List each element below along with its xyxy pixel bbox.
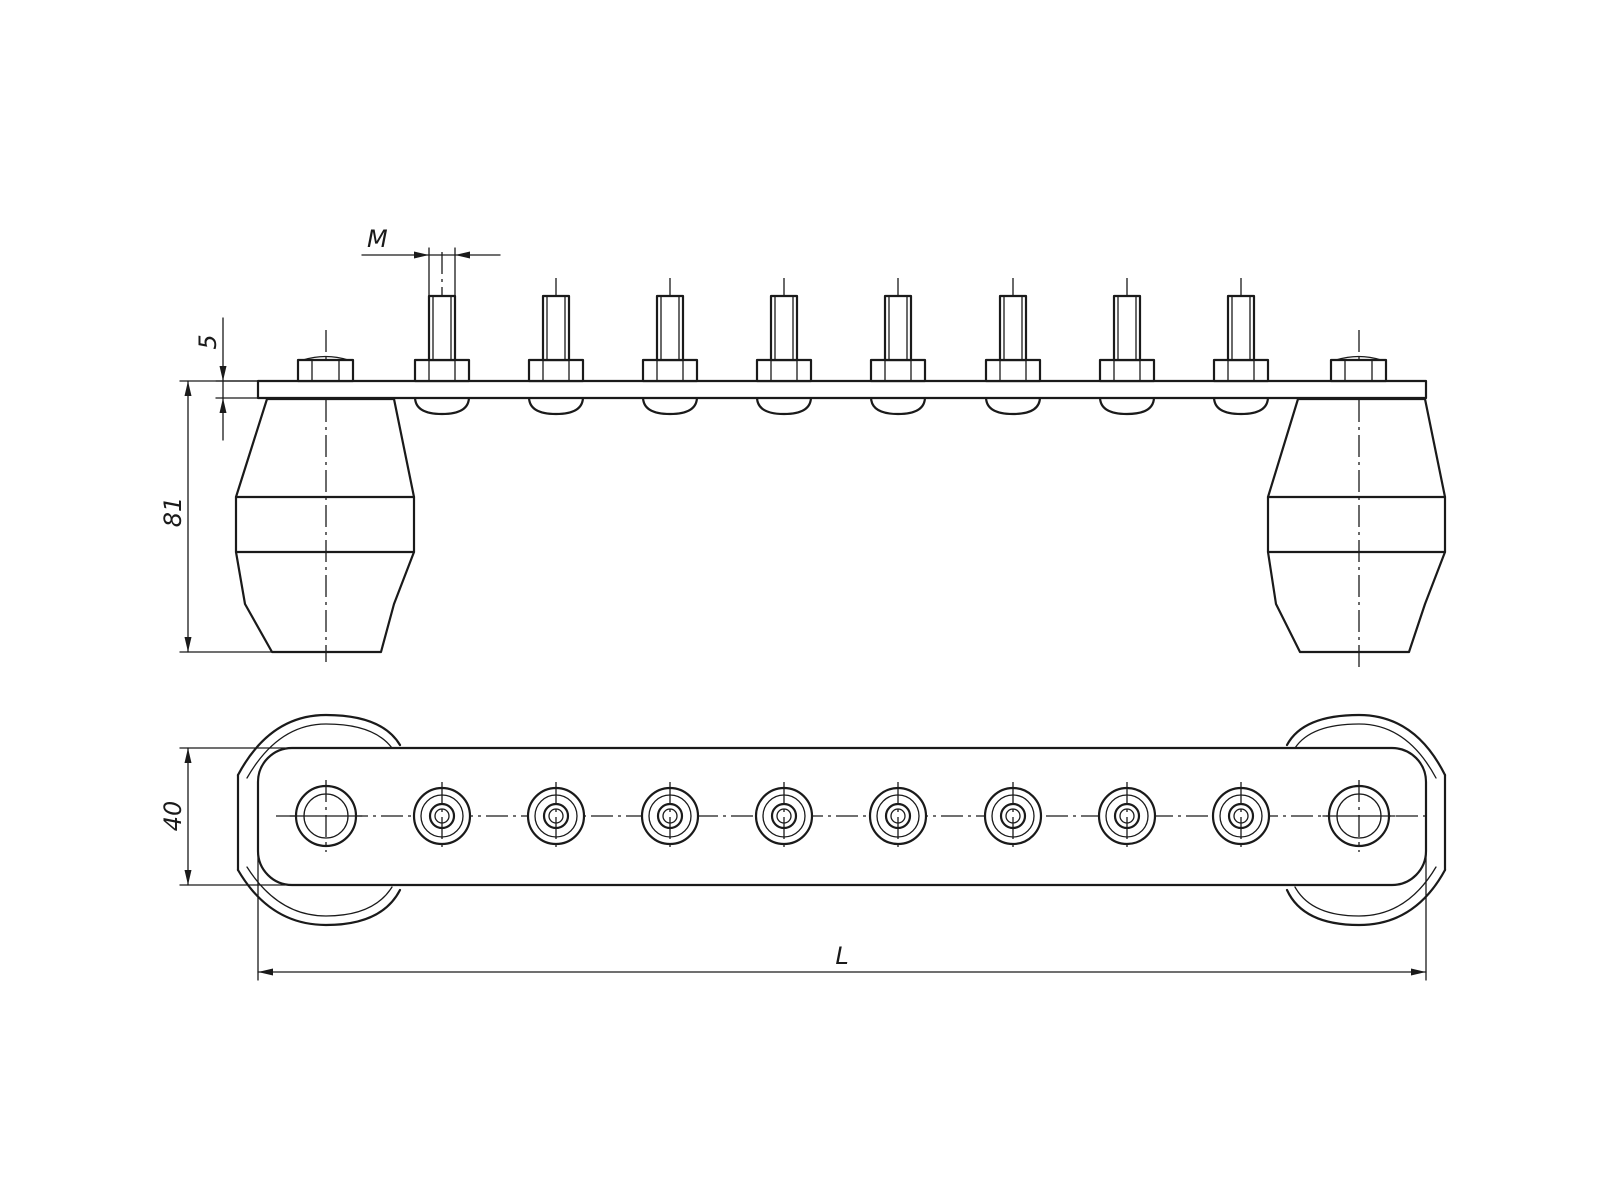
stud-domes xyxy=(413,395,1270,416)
dimension-height: 81 xyxy=(159,380,273,653)
dimension-width: 40 xyxy=(159,747,286,886)
dimension-length: L xyxy=(257,839,1427,981)
right-insulator-top xyxy=(1285,713,1447,927)
stud-4 xyxy=(755,278,813,383)
stud-5 xyxy=(869,278,927,383)
stud-nut-5 xyxy=(868,782,928,850)
end-bolt-left xyxy=(296,355,355,383)
stud-6 xyxy=(984,278,1042,383)
stud-nut-3 xyxy=(640,782,700,850)
stud-nut-4 xyxy=(754,782,814,850)
dimension-thickness-label: 5 xyxy=(194,334,222,349)
stud-nut-8 xyxy=(1211,782,1271,850)
stud-nut-7 xyxy=(1097,782,1157,850)
end-hole-left xyxy=(289,780,363,852)
stud-2 xyxy=(527,278,585,383)
dimension-length-label: L xyxy=(835,942,848,970)
dimension-height-label: 81 xyxy=(159,497,187,528)
dimension-thickness: 5 xyxy=(194,317,259,441)
dimension-m-label: M xyxy=(367,225,388,253)
stud-8 xyxy=(1212,278,1270,383)
stud-nut-1 xyxy=(412,782,472,850)
stud-nut-6 xyxy=(983,782,1043,850)
busbar-plate-side xyxy=(256,379,1428,400)
stud-nuts-top xyxy=(412,782,1271,850)
top-view: 40 L xyxy=(159,713,1447,981)
stud-7 xyxy=(1098,278,1156,383)
front-view: M 5 81 xyxy=(159,225,1447,672)
stud-nut-2 xyxy=(526,782,586,850)
dimension-m: M xyxy=(361,225,501,297)
dimension-width-label: 40 xyxy=(159,801,187,832)
stud-1 xyxy=(413,252,471,383)
studs xyxy=(413,252,1270,383)
end-bolt-right xyxy=(1329,355,1388,383)
stud-3 xyxy=(641,278,699,383)
end-hole-right xyxy=(1322,780,1396,852)
